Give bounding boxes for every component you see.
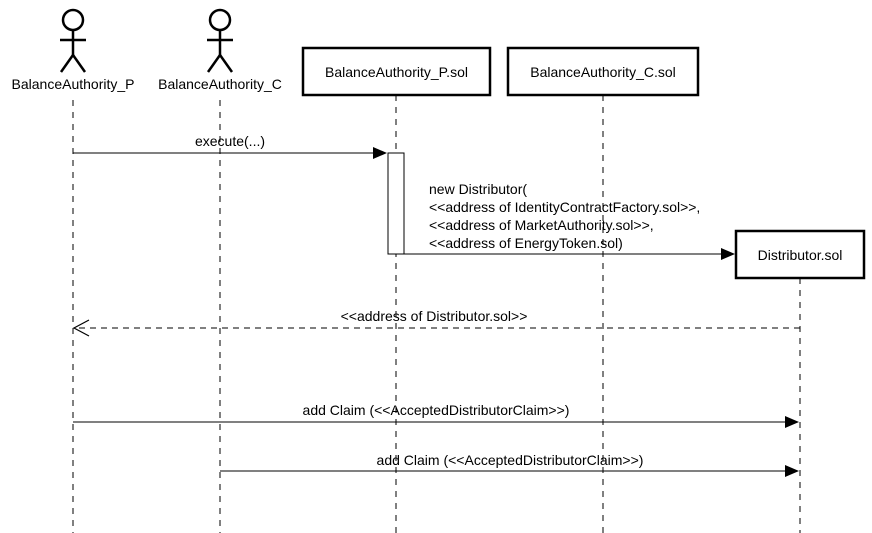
object-box-distributor: [734, 229, 866, 280]
actor-balanceauthority-p: [59, 8, 87, 73]
message-label-new-distributor-4: <<address of EnergyToken.sol): [429, 235, 623, 251]
object-box-bapsol: [301, 46, 492, 97]
message-label-return-address: <<address of Distributor.sol>>: [341, 308, 528, 324]
object-label-bapsol: BalanceAuthority_P.sol: [325, 64, 468, 80]
message-label-new-distributor-3: <<address of MarketAuthority.sol>>,: [429, 217, 654, 233]
open-arrowhead-icon: [72, 319, 90, 337]
actor-label-bap: BalanceAuthority_P: [12, 76, 135, 92]
actor-balanceauthority-c: [206, 8, 234, 73]
object-box-bacsol: [506, 46, 700, 97]
message-label-execute: execute(...): [195, 133, 265, 149]
actor-label-bac: BalanceAuthority_C: [158, 76, 282, 92]
actor-head-icon: [61, 8, 85, 32]
object-label-bacsol: BalanceAuthority_C.sol: [530, 64, 676, 80]
message-label-new-distributor-2: <<address of IdentityContractFactory.sol…: [429, 199, 700, 215]
activation-bar: [387, 152, 405, 255]
message-label-new-distributor-1: new Distributor(: [429, 181, 527, 197]
actor-head-icon: [208, 8, 232, 32]
message-label-add-claim-c: add Claim (<<AcceptedDistributorClaim>>): [377, 452, 644, 468]
object-label-distributor: Distributor.sol: [758, 247, 843, 263]
message-label-add-claim-p: add Claim (<<AcceptedDistributorClaim>>): [303, 402, 570, 418]
